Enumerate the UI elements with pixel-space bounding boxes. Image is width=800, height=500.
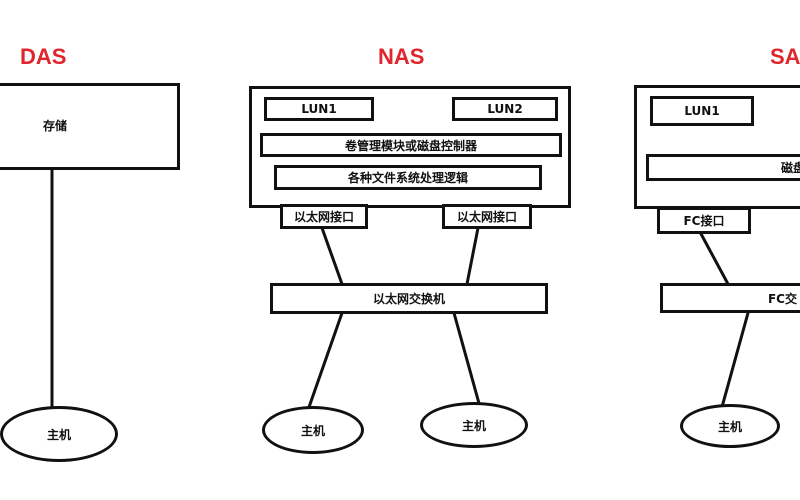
nas-switch-host1-line bbox=[306, 311, 344, 412]
san-fc-port: FC接口 bbox=[657, 207, 751, 234]
nas-port1-switch-line bbox=[320, 226, 344, 286]
san-fc-switch: FC交 bbox=[660, 283, 800, 313]
san-port-switch-line bbox=[698, 230, 730, 286]
nas-port2-switch-line bbox=[465, 226, 480, 286]
san-title: SA bbox=[770, 44, 800, 69]
nas-host-2: 主机 bbox=[420, 402, 528, 448]
nas-lun2: LUN2 bbox=[452, 97, 558, 121]
das-title: DAS bbox=[20, 44, 67, 69]
nas-ethernet-port-2: 以太网接口 bbox=[442, 204, 532, 229]
san-disk: 磁盘 bbox=[646, 154, 800, 181]
nas-lun1: LUN1 bbox=[264, 97, 374, 121]
nas-ethernet-switch: 以太网交换机 bbox=[270, 283, 548, 314]
nas-ethernet-port-1: 以太网接口 bbox=[280, 204, 368, 229]
das-storage-box bbox=[0, 83, 180, 170]
san-host: 主机 bbox=[680, 404, 780, 448]
san-switch-host-line bbox=[720, 311, 750, 409]
nas-switch-host2-line bbox=[452, 311, 482, 409]
nas-file-system-logic: 各种文件系统处理逻辑 bbox=[274, 165, 542, 190]
nas-volume-manager: 卷管理模块或磁盘控制器 bbox=[260, 133, 562, 157]
san-lun1: LUN1 bbox=[650, 96, 754, 126]
das-storage-label: 存储 bbox=[42, 118, 67, 133]
nas-host-1: 主机 bbox=[262, 406, 364, 454]
nas-title: NAS bbox=[378, 44, 425, 69]
das-host: 主机 bbox=[0, 406, 118, 462]
